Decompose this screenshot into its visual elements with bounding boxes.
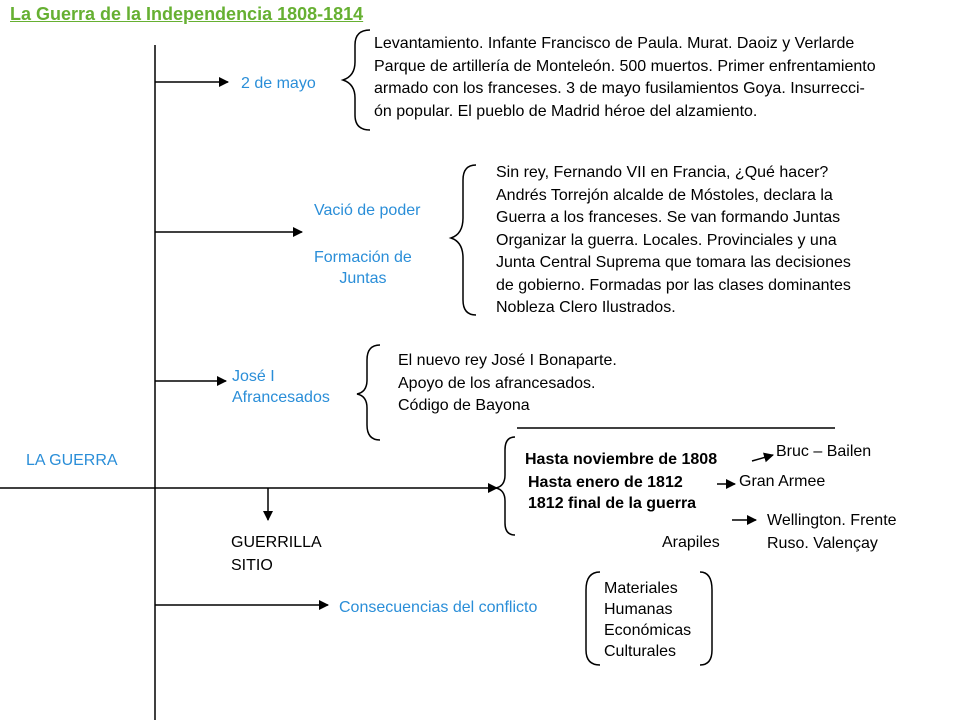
- label-consecuencias: Consecuencias del conflicto: [339, 599, 538, 616]
- brace-guerra: [495, 436, 516, 536]
- result-wellington: Wellington. Frente Ruso. Valençay: [767, 510, 897, 555]
- page-title: La Guerra de la Independencia 1808-1814: [10, 4, 364, 24]
- text-line: Sin rey, Fernando VII en Francia, ¿Qué h…: [496, 164, 829, 181]
- main-label: LA GUERRA: [26, 452, 118, 469]
- text-line: de gobierno. Formadas por las clases dom…: [496, 276, 851, 294]
- brace-consecuencias-right: [699, 571, 713, 666]
- result-bruc: Bruc – Bailen: [776, 443, 872, 460]
- text-line: Ruso. Valençay: [767, 534, 878, 552]
- text-line: ón popular. El pueblo de Madrid héroe de…: [374, 102, 758, 120]
- brace-vacio: [448, 164, 477, 316]
- text-guerrilla: GUERRILLA SITIO: [231, 532, 322, 577]
- list-item: Culturales: [604, 643, 677, 660]
- text-vacio: Sin rey, Fernando VII en Francia, ¿Qué h…: [496, 162, 851, 320]
- text-2-de-mayo: Levantamiento. Infante Francisco de Paul…: [374, 33, 876, 123]
- phase-2: Hasta enero de 1812: [528, 474, 683, 491]
- text-line: Andrés Torrejón alcalde de Móstoles, dec…: [496, 186, 833, 204]
- label-line: Afrancesados: [232, 389, 330, 406]
- text-line: SITIO: [231, 556, 273, 574]
- text-line: Código de Bayona: [398, 397, 530, 414]
- text-line: Wellington. Frente: [767, 512, 897, 529]
- list-item: Económicas: [604, 622, 692, 639]
- text-line: Junta Central Suprema que tomara las dec…: [496, 254, 851, 271]
- brace-jose: [356, 344, 381, 441]
- brace-consecuencias-left: [585, 571, 601, 666]
- label-jose-i: José I Afrancesados: [232, 366, 330, 408]
- phase-1: Hasta noviembre de 1808: [525, 451, 718, 468]
- phase-3: 1812 final de la guerra: [528, 495, 697, 512]
- text-line: Parque de artillería de Monteleón. 500 m…: [374, 57, 876, 75]
- list-item: Materiales: [604, 580, 678, 597]
- label-vacio-de-poder: Vació de poder: [314, 202, 421, 219]
- list-consecuencias: Materiales Humanas Económicas Culturales: [604, 578, 691, 662]
- text-line: Nobleza Clero Ilustrados.: [496, 299, 676, 316]
- text-line: El nuevo rey José I Bonaparte.: [398, 352, 617, 369]
- text-line: armado con los franceses. 3 de mayo fusi…: [374, 80, 865, 97]
- label-line: José I: [232, 368, 275, 385]
- label-line: Formación de: [314, 249, 412, 266]
- result-gran-armee: Gran Armee: [739, 473, 826, 490]
- text-line: Levantamiento. Infante Francisco de Paul…: [374, 35, 855, 52]
- text-line: Apoyo de los afrancesados.: [398, 374, 596, 392]
- text-line: Organizar la guerra. Locales. Provincial…: [496, 231, 837, 249]
- label-line: Juntas: [339, 270, 387, 287]
- list-item: Humanas: [604, 601, 673, 618]
- text-line: GUERRILLA: [231, 534, 322, 551]
- text-line: Guerra a los franceses. Se van formando …: [496, 209, 841, 226]
- label-formacion-juntas: Formación de Juntas: [314, 247, 412, 289]
- result-arapiles: Arapiles: [662, 534, 720, 551]
- label-2-de-mayo: 2 de mayo: [241, 75, 316, 92]
- brace-2-de-mayo: [340, 29, 371, 131]
- arrow-bruc: [751, 452, 774, 463]
- text-jose: El nuevo rey José I Bonaparte. Apoyo de …: [398, 350, 617, 418]
